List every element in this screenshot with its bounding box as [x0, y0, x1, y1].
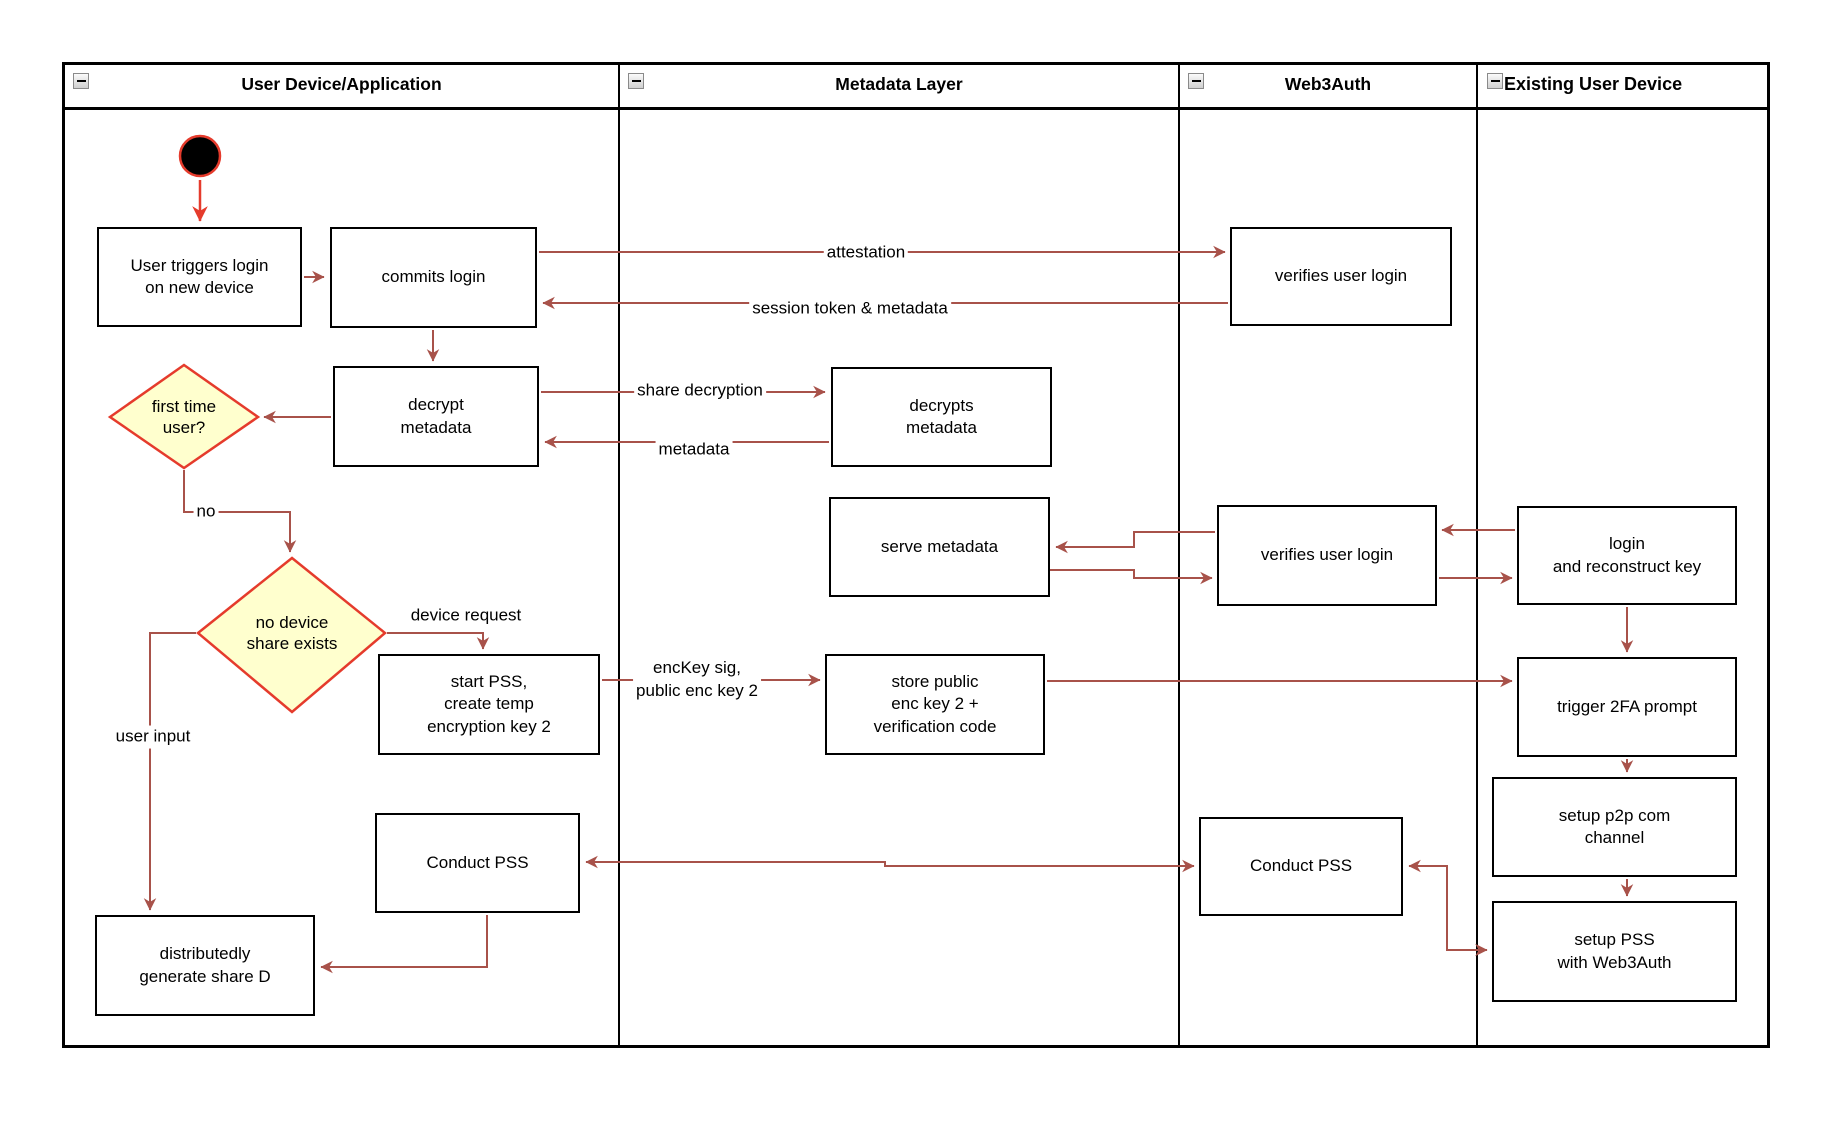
- node-conduct-pss-left: Conduct PSS: [375, 813, 580, 913]
- lane-divider-2: [1178, 62, 1180, 1048]
- node-decrypt-metadata: decrypt metadata: [333, 366, 539, 467]
- collapse-lane-button[interactable]: [1487, 73, 1503, 89]
- node-serve-metadata: serve metadata: [829, 497, 1050, 597]
- lane-divider-3: [1476, 62, 1478, 1048]
- edge-label-enckey-sig: encKey sig, public enc key 2: [633, 657, 761, 703]
- lane-header-web3auth: Web3Auth: [1180, 62, 1476, 107]
- collapse-lane-button[interactable]: [73, 73, 89, 89]
- node-verifies-user-login-2: verifies user login: [1217, 505, 1437, 606]
- collapse-lane-button[interactable]: [1188, 73, 1204, 89]
- edge-label-no: no: [193, 500, 219, 524]
- lane-title-web3auth: Web3Auth: [1284, 74, 1372, 94]
- node-conduct-pss-right: Conduct PSS: [1199, 817, 1403, 916]
- node-generate-share-d: distributedly generate share D: [95, 915, 315, 1016]
- lane-title-metadata-layer: Metadata Layer: [835, 74, 963, 94]
- lane-title-user-device: User Device/Application: [241, 74, 442, 94]
- node-start-pss: start PSS, create temp encryption key 2: [378, 654, 600, 755]
- node-trigger-2fa-prompt: trigger 2FA prompt: [1517, 657, 1737, 757]
- lane-title-existing-device: Existing User Device: [1504, 74, 1683, 94]
- lane-header-user-device: User Device/Application: [65, 62, 618, 107]
- lane-header-existing-device: Existing User Device: [1504, 62, 1768, 107]
- node-login-reconstruct-key: login and reconstruct key: [1517, 506, 1737, 605]
- node-verifies-user-login-1: verifies user login: [1230, 227, 1452, 326]
- edge-label-session-token: session token & metadata: [749, 297, 951, 321]
- edge-label-user-input: user input: [112, 725, 194, 749]
- node-setup-pss-web3auth: setup PSS with Web3Auth: [1492, 901, 1737, 1002]
- edge-label-attestation: attestation: [823, 241, 909, 265]
- decision-no-device-share: no device share exists: [246, 612, 338, 653]
- edge-label-device-request: device request: [407, 604, 525, 628]
- decision-first-time-user: first time user?: [151, 396, 217, 437]
- lane-header-underline: [62, 107, 1770, 110]
- node-user-triggers-login: User triggers login on new device: [97, 227, 302, 327]
- node-setup-p2p-channel: setup p2p com channel: [1492, 777, 1737, 877]
- lane-divider-1: [618, 62, 620, 1048]
- edge-label-share-decryption: share decryption: [634, 379, 766, 403]
- node-store-public-enc-key: store public enc key 2 + verification co…: [825, 654, 1045, 755]
- collapse-lane-button[interactable]: [628, 73, 644, 89]
- lane-header-metadata-layer: Metadata Layer: [620, 62, 1178, 107]
- node-decrypts-metadata: decrypts metadata: [831, 367, 1052, 467]
- node-commits-login: commits login: [330, 227, 537, 328]
- edge-label-metadata: metadata: [655, 438, 733, 462]
